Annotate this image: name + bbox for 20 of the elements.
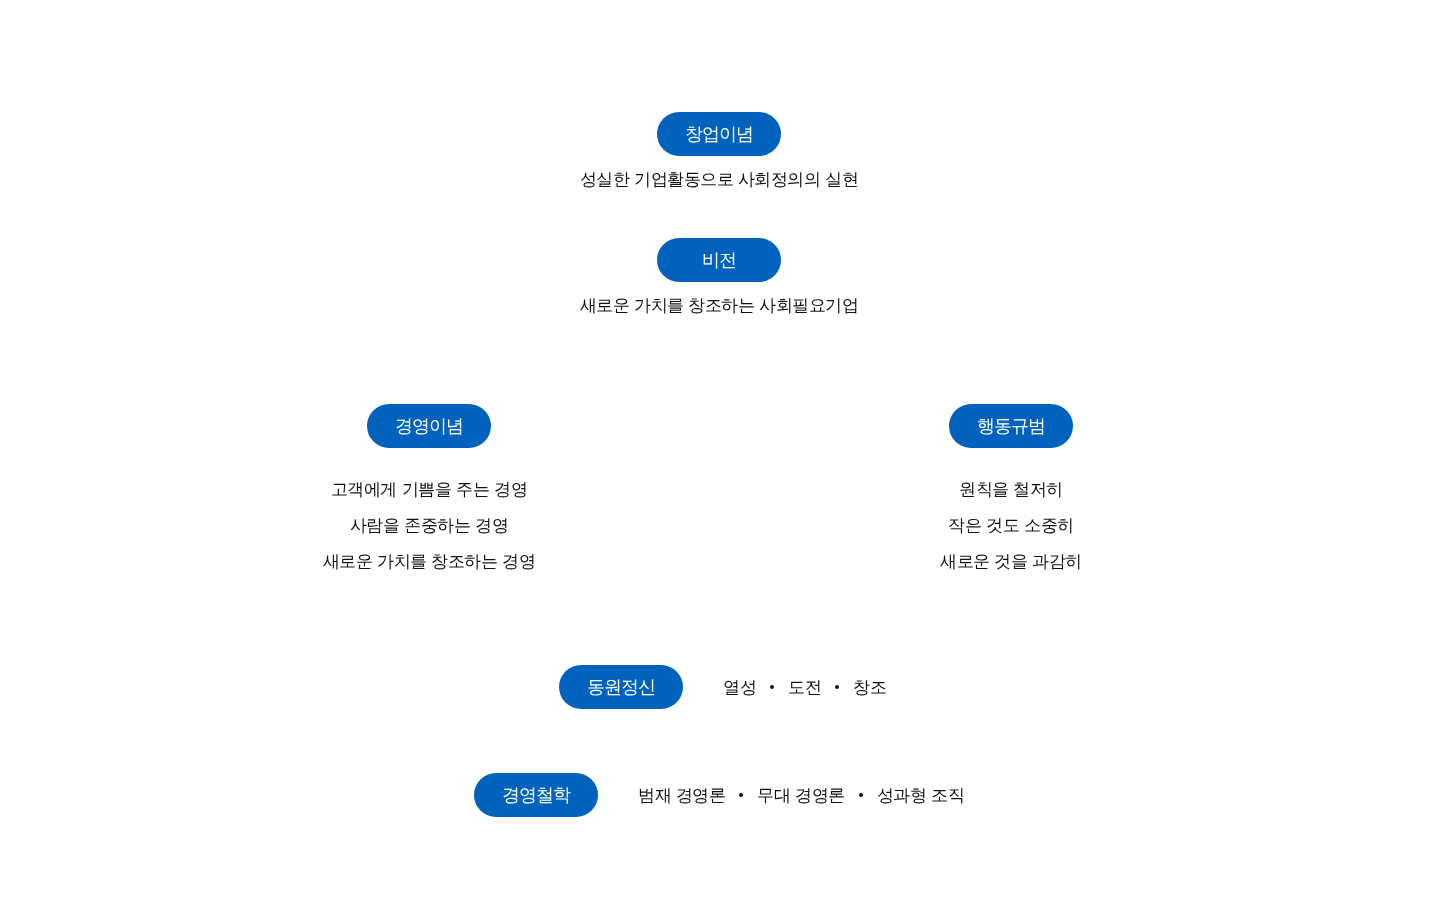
label-pill: 경영이념	[367, 404, 491, 448]
description-text: 사람을 존중하는 경영	[349, 513, 509, 537]
description-text: 새로운 가치를 창조하는 사회필요기업	[579, 293, 859, 317]
description-text: 도전	[788, 675, 821, 699]
description-text: 새로운 것을 과감히	[940, 549, 1082, 573]
description-text: 범재 경영론	[638, 783, 726, 807]
description-text: 창조	[853, 675, 886, 699]
description-text: 성실한 기업활동으로 사회정의의 실현	[579, 167, 859, 191]
description-text: 무대 경영론	[757, 783, 845, 807]
description-text: 고객에게 기쁨을 주는 경영	[330, 477, 528, 501]
label-pill: 경영철학	[474, 773, 598, 817]
description-text: 열성	[723, 675, 756, 699]
label-pill: 행동규범	[949, 404, 1073, 448]
description-text: 작은 것도 소중히	[948, 513, 1074, 537]
label-pill: 창업이념	[657, 112, 781, 156]
label-pill: 동원정신	[559, 665, 683, 709]
description-text: 성과형 조직	[876, 783, 965, 807]
description-text: 새로운 가치를 창조하는 경영	[322, 549, 536, 573]
label-pill: 비전	[657, 238, 781, 282]
description-text: 원칙을 철저히	[959, 477, 1063, 501]
